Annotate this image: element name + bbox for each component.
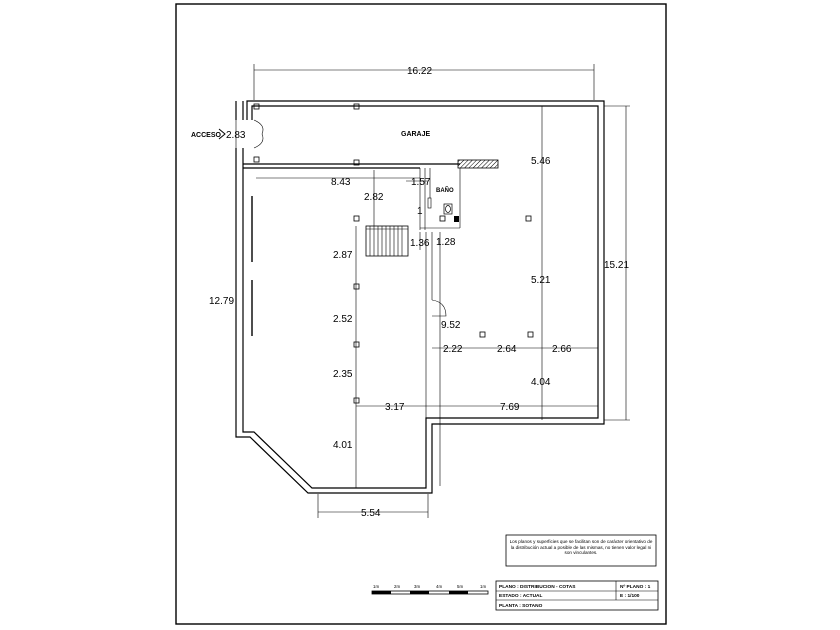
dim-right-height: 15.21 bbox=[604, 260, 629, 271]
dim-right-low: 4.04 bbox=[531, 377, 551, 388]
dim-col-a: 2.87 bbox=[333, 250, 353, 261]
title-plano: PLANO : DISTRIBUCION - COTAS bbox=[499, 584, 576, 590]
dim-left-height: 12.79 bbox=[209, 296, 234, 307]
dim-right-w: 7.69 bbox=[500, 402, 520, 413]
dimension-lines bbox=[235, 64, 630, 518]
dim-access-width: 2.83 bbox=[226, 130, 246, 141]
toilet bbox=[445, 205, 451, 213]
scale-tick-2: 2m bbox=[394, 584, 400, 589]
scale-tick-6: 1m bbox=[480, 584, 486, 589]
dim-col-d: 4.01 bbox=[333, 440, 353, 451]
title-escala: E : 1/100 bbox=[620, 593, 640, 599]
garage-label: GARAJE bbox=[401, 131, 431, 138]
scale-bar: 1m 2m 3m 4m 5m 1m bbox=[371, 584, 489, 595]
dim-corridor: 9.52 bbox=[441, 320, 461, 331]
scale-tick-3: 3m bbox=[414, 584, 420, 589]
dim-step-w: 3.17 bbox=[385, 402, 405, 413]
column-markers bbox=[253, 103, 534, 404]
title-block: PLANO : DISTRIBUCION - COTAS ESTADO : AC… bbox=[495, 580, 659, 611]
bathroom-label: BAÑO bbox=[436, 187, 454, 194]
title-numero: Nº PLANO : 1 bbox=[620, 584, 651, 590]
dim-span-a: 2.22 bbox=[443, 344, 463, 355]
title-planta: PLANTA : SOTANO bbox=[499, 603, 543, 609]
dim-col-c: 2.35 bbox=[333, 369, 353, 380]
access-arrow-icon bbox=[218, 128, 226, 140]
dim-garage-wall: 8.43 bbox=[331, 177, 351, 188]
dim-wall-b: 2.82 bbox=[364, 192, 384, 203]
sheet-border bbox=[175, 3, 667, 625]
dim-right-mid: 5.21 bbox=[531, 275, 551, 286]
scale-tick-4: 4m bbox=[436, 584, 442, 589]
dim-garage-depth: 5.46 bbox=[531, 156, 551, 167]
dim-bath-d: 1.28 bbox=[436, 237, 456, 248]
dim-bath-small: 1 bbox=[417, 206, 423, 217]
dim-bath-w: 1.57 bbox=[411, 177, 431, 188]
disclaimer-box: Los planos y superficies que se facilita… bbox=[505, 534, 657, 567]
outer-walls bbox=[235, 100, 605, 494]
dim-stair-w: 1.36 bbox=[410, 238, 430, 249]
dim-top-width: 16.22 bbox=[407, 66, 432, 77]
disclaimer-text: Los planos y superficies que se facilita… bbox=[509, 539, 653, 556]
dim-bottom-w: 5.54 bbox=[361, 508, 381, 519]
stairs bbox=[365, 225, 409, 257]
dim-span-b: 2.64 bbox=[497, 344, 517, 355]
dim-col-b: 2.52 bbox=[333, 314, 353, 325]
dim-span-c: 2.66 bbox=[552, 344, 572, 355]
beam-hatch bbox=[457, 159, 499, 169]
scale-tick-5: 5m bbox=[457, 584, 463, 589]
title-estado: ESTADO : ACTUAL bbox=[499, 593, 543, 599]
bath-fixture bbox=[443, 203, 453, 215]
access-label: ACCESO bbox=[191, 132, 222, 139]
scale-tick-1: 1m bbox=[373, 584, 379, 589]
